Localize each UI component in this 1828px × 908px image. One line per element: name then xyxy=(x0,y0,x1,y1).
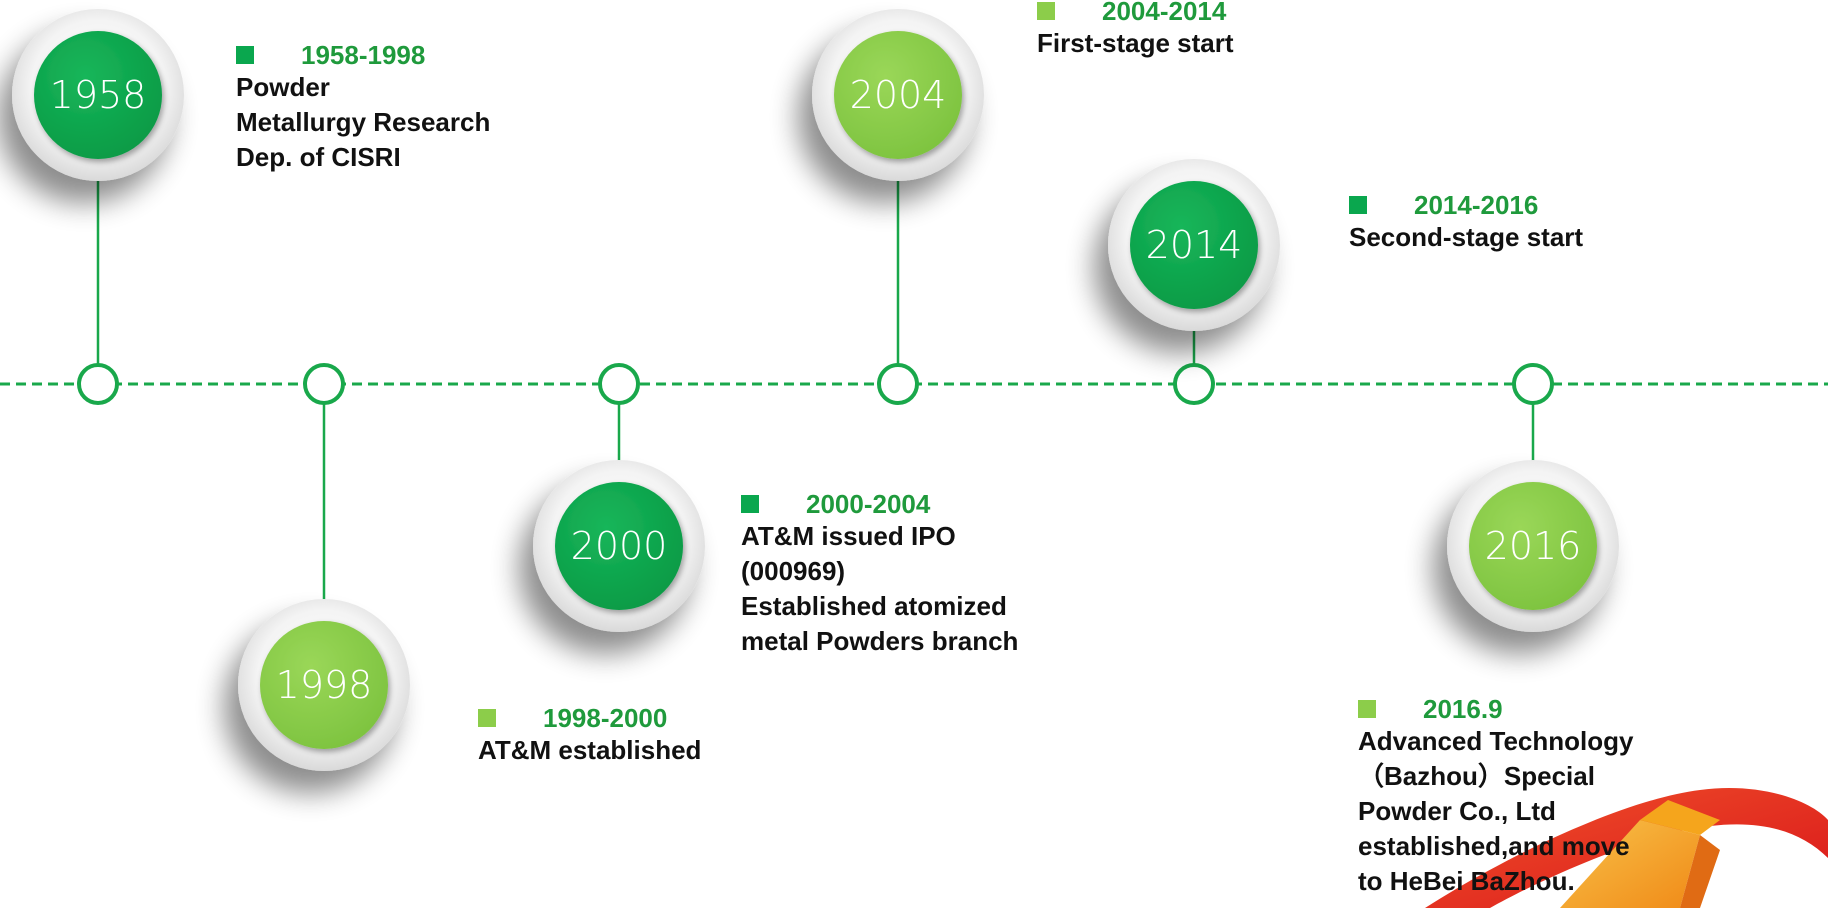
description-line: Second-stage start xyxy=(1349,222,1584,252)
square-bullet-icon xyxy=(1037,2,1055,20)
period-heading: 1958-1998 xyxy=(236,40,490,70)
company-logo-swoosh-icon xyxy=(1425,788,1828,908)
timeline-node xyxy=(303,363,345,405)
description-line: Powder xyxy=(236,72,330,102)
square-bullet-icon xyxy=(741,495,759,513)
timeline-node xyxy=(877,363,919,405)
milestone-1958: 1958 xyxy=(12,9,184,405)
milestone-2000: 2000 xyxy=(533,363,705,632)
period-heading: 1998-2000 xyxy=(478,703,701,733)
description-line: AT&M established xyxy=(478,735,702,765)
timeline-node xyxy=(598,363,640,405)
year-badge-disc xyxy=(260,621,388,749)
description-line: to HeBei BaZhou. xyxy=(1358,866,1575,896)
timeline-node xyxy=(77,363,119,405)
description-line: First-stage start xyxy=(1037,28,1234,58)
description-line: (000969) xyxy=(741,556,846,586)
year-badge-disc xyxy=(1469,482,1597,610)
year-badge-label: 2000 xyxy=(571,524,668,568)
description-line: metal Powders branch xyxy=(741,626,1019,656)
year-badge-label: 1958 xyxy=(50,73,147,117)
period-heading: 2014-2016 xyxy=(1349,190,1583,220)
period-heading: 2016.9 xyxy=(1358,694,1633,724)
period-heading: 2000-2004 xyxy=(741,489,1018,519)
description-line: Dep. of CISRI xyxy=(236,142,401,172)
description-line: Metallurgy Research xyxy=(236,107,491,137)
period-range: 1998-2000 xyxy=(543,702,668,733)
description-line: established,and move xyxy=(1358,831,1630,861)
milestone-2004: 2004 xyxy=(812,9,984,405)
year-badge-disc xyxy=(1130,181,1258,309)
period-heading: 2004-2014 xyxy=(1037,0,1234,26)
milestone-description: AT&M established xyxy=(478,733,701,768)
milestone-2016: 2016 xyxy=(1447,363,1619,632)
description-line: AT&M issued IPO xyxy=(741,521,956,551)
timeline-node xyxy=(1173,363,1215,405)
year-badge-label: 2004 xyxy=(850,73,947,117)
description-line: Advanced Technology xyxy=(1358,726,1634,756)
milestone-description: First-stage start xyxy=(1037,26,1234,61)
period-range: 2016.9 xyxy=(1423,693,1503,724)
description-line: （Bazhou）Special xyxy=(1358,761,1595,791)
year-badge-label: 1998 xyxy=(276,663,373,707)
year-badge-label: 2014 xyxy=(1146,223,1243,267)
year-badge-label: 2016 xyxy=(1485,524,1582,568)
period-range: 2014-2016 xyxy=(1414,189,1539,220)
description-line: Established atomized xyxy=(741,591,1007,621)
year-badge-disc xyxy=(555,482,683,610)
milestone-description: Second-stage start xyxy=(1349,220,1583,255)
milestone-1998: 1998 xyxy=(238,363,410,771)
square-bullet-icon xyxy=(236,46,254,64)
description-line: Powder Co., Ltd xyxy=(1358,796,1556,826)
square-bullet-icon xyxy=(1349,196,1367,214)
period-range: 1958-1998 xyxy=(301,39,426,70)
square-bullet-icon xyxy=(478,709,496,727)
period-range: 2004-2014 xyxy=(1102,0,1227,26)
square-bullet-icon xyxy=(1358,700,1376,718)
period-range: 2000-2004 xyxy=(806,488,931,519)
year-badge-disc xyxy=(834,31,962,159)
timeline-node xyxy=(1512,363,1554,405)
year-badge-disc xyxy=(34,31,162,159)
milestone-description: AT&M issued IPO (000969) Established atomi… xyxy=(741,519,1018,659)
milestone-2014: 2014 xyxy=(1108,159,1280,405)
